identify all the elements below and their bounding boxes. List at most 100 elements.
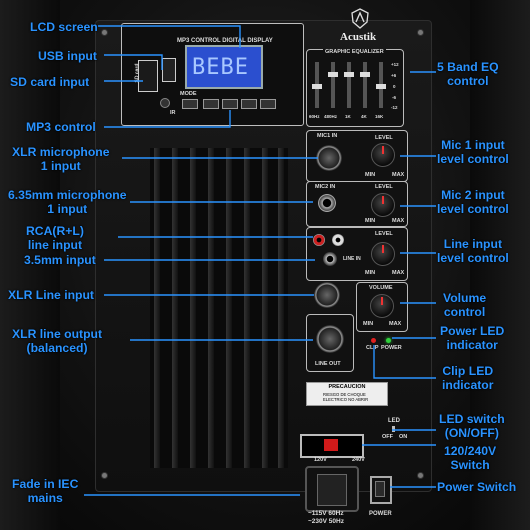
callout-led-switch: LED switch(ON/OFF) bbox=[439, 412, 505, 440]
mic2-635mm-jack[interactable] bbox=[318, 194, 336, 212]
led-label: LED bbox=[388, 418, 400, 424]
voltage-240-label: 240V bbox=[352, 457, 365, 463]
lcd-screen: BEBE bbox=[185, 45, 263, 89]
mic2-level-knob[interactable] bbox=[371, 193, 395, 217]
max-label: MAX bbox=[392, 218, 405, 224]
max-label: MAX bbox=[392, 172, 405, 178]
sd-card-slot[interactable] bbox=[138, 60, 158, 92]
level-label: LEVEL bbox=[375, 135, 393, 141]
power-switch[interactable] bbox=[370, 476, 392, 504]
screw bbox=[418, 473, 423, 478]
clip-label: CLIP bbox=[366, 345, 379, 351]
line-level-knob[interactable] bbox=[371, 242, 395, 266]
repeat-button[interactable] bbox=[241, 99, 257, 109]
line-out-label: LINE OUT bbox=[315, 361, 341, 367]
next-button[interactable] bbox=[260, 99, 276, 109]
lcd-readout: BEBE bbox=[192, 55, 249, 80]
screw bbox=[102, 473, 107, 478]
callout-line: XLR microphone bbox=[12, 145, 110, 159]
callout-line: LED switch bbox=[439, 412, 505, 426]
callout-line: Switch bbox=[450, 458, 490, 472]
callout-line: (balanced) bbox=[26, 341, 88, 355]
line-input-section: LINE IN LEVEL MIN MAX bbox=[306, 227, 408, 281]
led-off-label: OFF bbox=[382, 434, 393, 440]
mp3-module: MP3 CONTROL DIGITAL DISPLAY SD card BEBE… bbox=[121, 23, 304, 126]
prev-button[interactable] bbox=[203, 99, 219, 109]
callout-line: (ON/OFF) bbox=[444, 426, 499, 440]
callout-line: 5 Band EQ bbox=[437, 60, 499, 74]
iec-mains-socket[interactable] bbox=[305, 466, 359, 512]
xlr-mic1-jack[interactable] bbox=[316, 145, 342, 171]
max-label: MAX bbox=[389, 321, 402, 327]
callout-mp3-control: MP3 control bbox=[26, 120, 96, 134]
eq-db-label: +6 bbox=[391, 73, 397, 78]
callout-sd-card-input: SD card input bbox=[10, 75, 90, 89]
aux-35mm-jack[interactable] bbox=[323, 252, 337, 266]
eq-slider-1k[interactable] bbox=[344, 62, 354, 108]
callout-lcd-screen: LCD screen bbox=[30, 20, 98, 34]
callout-line: indicator bbox=[446, 338, 498, 352]
brand-logo bbox=[340, 8, 380, 30]
led-switch[interactable] bbox=[392, 426, 395, 432]
eq-db-label: -12 bbox=[391, 105, 398, 110]
callout-power-switch: Power Switch bbox=[437, 480, 517, 494]
callout-rca-line-input: RCA(R+L)line input bbox=[26, 224, 84, 252]
mic1-input-section: MIC1 IN LEVEL MIN MAX bbox=[306, 130, 408, 182]
eq-slider-480hz[interactable] bbox=[328, 62, 338, 108]
ir-label: IR bbox=[170, 110, 176, 116]
eq-slider-16k[interactable] bbox=[376, 62, 386, 108]
power-led bbox=[386, 338, 391, 343]
callout-line: Line input bbox=[443, 237, 502, 251]
mode-button[interactable] bbox=[182, 99, 198, 109]
level-label: LEVEL bbox=[375, 231, 393, 237]
line-output-section: LINE OUT bbox=[306, 314, 354, 372]
power-led-label: POWER bbox=[381, 345, 402, 351]
voltage-selector-slider[interactable] bbox=[324, 439, 338, 451]
eq-band-label: 16K bbox=[375, 114, 384, 119]
eq-db-label: +12 bbox=[391, 62, 399, 67]
callout-line: 1 input bbox=[47, 202, 88, 216]
min-label: MIN bbox=[363, 321, 374, 327]
rca-left-jack[interactable] bbox=[332, 234, 344, 246]
callout-35mm-input: 3.5mm input bbox=[24, 253, 96, 267]
callout-line: level control bbox=[437, 202, 509, 216]
screw bbox=[102, 30, 107, 35]
min-label: MIN bbox=[365, 218, 376, 224]
xlr-line-output-jack[interactable] bbox=[316, 325, 344, 353]
voltage-120-label: 120V bbox=[314, 457, 327, 463]
callout-line: control bbox=[447, 74, 489, 88]
cabinet-left-edge bbox=[0, 0, 60, 530]
precaution-label: PRECAUCION RIESGO DE CHOQUE ELECTRICO NO… bbox=[306, 382, 388, 406]
volume-knob[interactable] bbox=[370, 294, 394, 318]
screw bbox=[418, 30, 423, 35]
voltage-selector[interactable] bbox=[300, 434, 364, 458]
callout-line: Mic 2 input bbox=[441, 188, 505, 202]
xlr-line-input-jack[interactable] bbox=[314, 282, 340, 308]
mains-rating-line2: ~230V 50Hz bbox=[308, 518, 344, 525]
eq-slider-4k[interactable] bbox=[360, 62, 370, 108]
power-switch-rocker bbox=[375, 481, 385, 497]
callout-line: level control bbox=[437, 251, 509, 265]
eq-title: GRAPHIC EQUALIZER bbox=[323, 49, 386, 55]
eq-slider-60hz[interactable] bbox=[312, 62, 322, 108]
mic1-level-knob[interactable] bbox=[371, 143, 395, 167]
rca-right-jack[interactable] bbox=[313, 234, 325, 246]
volume-section: VOLUME MIN MAX bbox=[356, 282, 408, 332]
callout-line: Mic 1 input bbox=[441, 138, 505, 152]
callout-line: XLR line output bbox=[12, 327, 103, 341]
play-pause-button[interactable] bbox=[222, 99, 238, 109]
callout-line: 6.35mm microphone bbox=[8, 188, 127, 202]
volume-label: VOLUME bbox=[369, 285, 393, 291]
callout-line: 1 input bbox=[40, 159, 81, 173]
mains-rating-line1: ~115V 60Hz bbox=[308, 510, 344, 517]
eq-band-label: 60Hz bbox=[309, 114, 320, 119]
callout-line: RCA(R+L) bbox=[26, 224, 84, 238]
